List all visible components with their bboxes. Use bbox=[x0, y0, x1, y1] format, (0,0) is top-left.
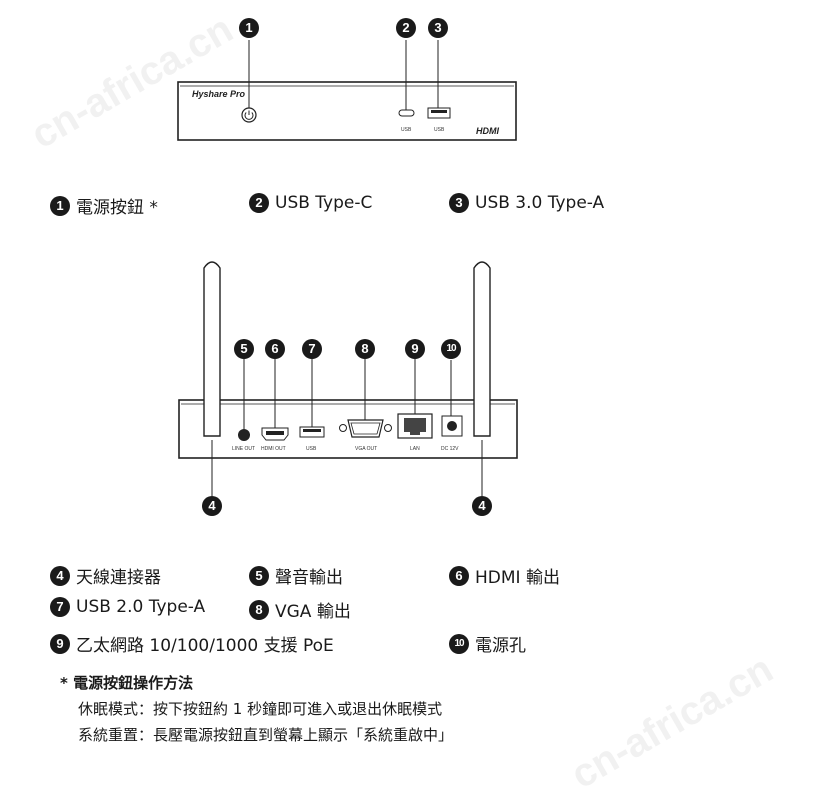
legend-num-1: 1 bbox=[50, 195, 70, 216]
callout-2: 2 bbox=[396, 18, 416, 38]
usb-a-label: USB bbox=[434, 127, 445, 133]
legend-item-2: 2 USB Type-C bbox=[249, 193, 372, 213]
legend-num-3: 3 bbox=[449, 193, 469, 213]
legend-item-3: 3 USB 3.0 Type-A bbox=[449, 193, 604, 213]
legend-num-9: 9 bbox=[50, 633, 70, 654]
legend-text-8: VGA 輸出 bbox=[275, 602, 351, 622]
vga-out-label: VGA OUT bbox=[355, 446, 377, 452]
vga-screw-left bbox=[339, 424, 347, 432]
note-line-sleep: 休眠模式：按下按鈕約 1 秒鐘即可進入或退出休眠模式 bbox=[78, 700, 443, 718]
note-title: * 電源按鈕操作方法 bbox=[60, 674, 194, 692]
callout-8: 8 bbox=[355, 339, 375, 359]
hdmi-out-label: HDMI OUT bbox=[261, 446, 286, 452]
usb-back-tongue bbox=[303, 429, 321, 432]
back-view: LINE OUT HDMI OUT USB VGA OUT LAN DC 12V bbox=[178, 261, 518, 496]
hdmi-out-inner bbox=[266, 431, 284, 435]
legend-text-9: 乙太網路 10/100/1000 支援 PoE bbox=[76, 636, 334, 656]
antenna-left bbox=[203, 261, 221, 437]
usb-a-port-tongue bbox=[431, 110, 447, 113]
legend-item-9: 9 乙太網路 10/100/1000 支援 PoE bbox=[50, 631, 334, 656]
legend-text-5: 聲音輸出 bbox=[275, 568, 343, 588]
legend-num-10: 10 bbox=[449, 633, 469, 654]
legend-text-3: USB 3.0 Type-A bbox=[475, 193, 605, 213]
callout-6: 6 bbox=[265, 339, 285, 359]
legend-text-6: HDMI 輸出 bbox=[475, 568, 560, 588]
legend-item-4: 4 天線連接器 bbox=[50, 563, 161, 588]
usb-c-port bbox=[398, 109, 415, 117]
hdmi-logo: HDMI bbox=[476, 126, 499, 136]
line-out-label: LINE OUT bbox=[232, 446, 255, 452]
legend-item-6: 6 HDMI 輸出 bbox=[449, 563, 560, 588]
front-view: Hyshare Pro USB USB HDMI bbox=[177, 40, 517, 141]
legend-text-10: 電源孔 bbox=[475, 636, 526, 656]
legend-num-2: 2 bbox=[249, 193, 269, 213]
callout-7: 7 bbox=[302, 339, 322, 359]
back-chassis bbox=[178, 399, 518, 459]
front-brand-logo: Hyshare Pro bbox=[192, 89, 246, 99]
legend-num-6: 6 bbox=[449, 565, 469, 586]
callout-3: 3 bbox=[428, 18, 448, 38]
note-line-reset: 系統重置：長壓電源按鈕直到螢幕上顯示「系統重啟中」 bbox=[78, 726, 454, 744]
legend-text-7: USB 2.0 Type-A bbox=[76, 597, 206, 617]
dc-jack-hole bbox=[447, 421, 457, 431]
callout-10: 10 bbox=[441, 339, 461, 359]
dc-label: DC 12V bbox=[441, 446, 459, 452]
line-out-jack bbox=[238, 429, 250, 441]
legend-num-8: 8 bbox=[249, 599, 269, 620]
antenna-right bbox=[473, 261, 491, 437]
power-icon bbox=[244, 112, 254, 120]
legend-text-4: 天線連接器 bbox=[76, 568, 161, 588]
vga-port-inner bbox=[350, 422, 381, 435]
legend-num-5: 5 bbox=[249, 565, 269, 586]
front-chassis bbox=[177, 81, 517, 141]
callout-5: 5 bbox=[234, 339, 254, 359]
usb-c-label: USB bbox=[401, 127, 412, 133]
legend-text-2: USB Type-C bbox=[275, 193, 373, 213]
vga-screw-right bbox=[384, 424, 392, 432]
callout-4-right: 4 bbox=[472, 496, 492, 516]
legend-item-10: 10 電源孔 bbox=[449, 631, 526, 656]
legend-text-1: 電源按鈕 * bbox=[76, 198, 158, 218]
legend-num-7: 7 bbox=[50, 597, 70, 617]
callout-9: 9 bbox=[405, 339, 425, 359]
legend-num-4: 4 bbox=[50, 565, 70, 586]
legend-item-8: 8 VGA 輸出 bbox=[249, 597, 351, 622]
lan-label: LAN bbox=[410, 446, 420, 452]
usb-back-label: USB bbox=[306, 446, 317, 452]
legend-item-7: 7 USB 2.0 Type-A bbox=[50, 597, 205, 617]
callout-4-left: 4 bbox=[202, 496, 222, 516]
legend-item-1: 1 電源按鈕 * bbox=[50, 193, 158, 218]
lan-port-inner bbox=[404, 418, 426, 435]
callout-1: 1 bbox=[239, 18, 259, 38]
legend-item-5: 5 聲音輸出 bbox=[249, 563, 343, 588]
